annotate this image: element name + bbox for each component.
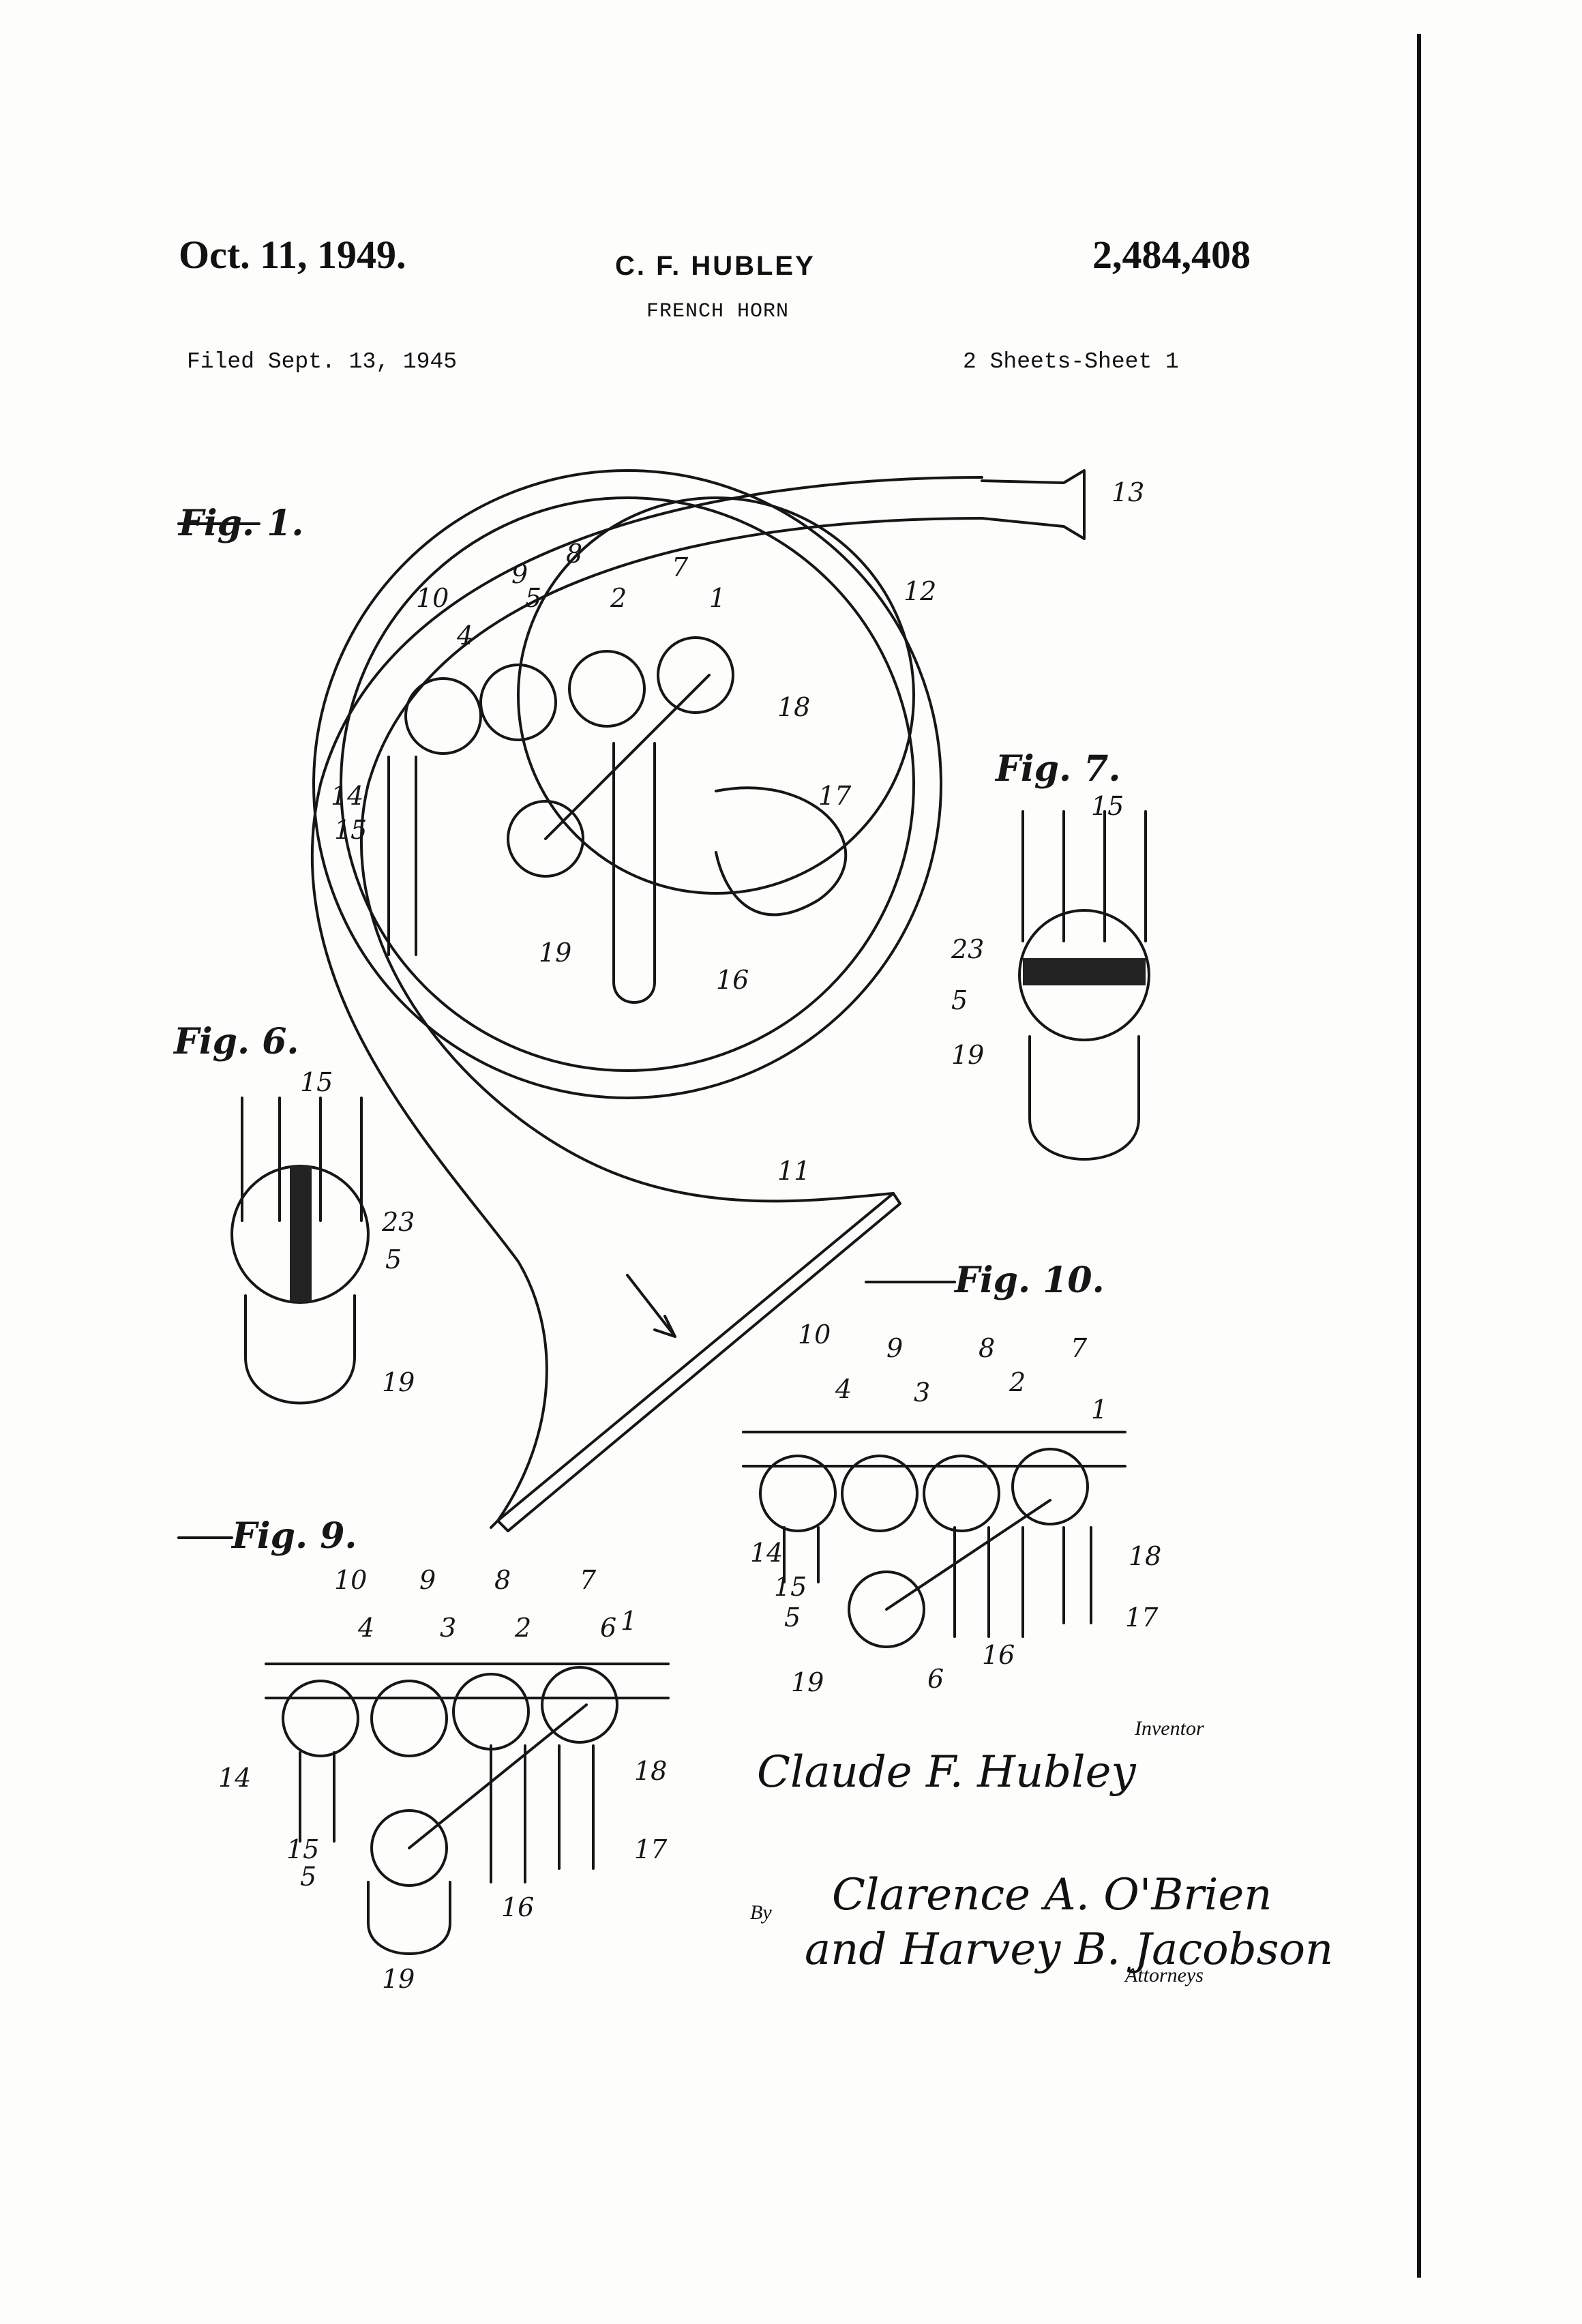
reference-numeral-7: 7 xyxy=(580,1565,597,1595)
reference-numeral-11: 11 xyxy=(777,1156,810,1186)
reference-numeral-7: 7 xyxy=(672,552,689,582)
reference-numeral-9: 9 xyxy=(886,1333,903,1363)
reference-numeral-18: 18 xyxy=(1129,1541,1161,1571)
reference-numeral-2: 2 xyxy=(514,1613,531,1643)
reference-numeral-3: 3 xyxy=(914,1377,930,1407)
reference-numeral-4: 4 xyxy=(456,621,473,651)
reference-numeral-15: 15 xyxy=(1091,791,1124,821)
inventor-label: Inventor xyxy=(1135,1717,1204,1740)
reference-numeral-7: 7 xyxy=(1071,1333,1088,1363)
fig9-drawing: Fig. 9. 10 9 8 7 4 3 2 6 1 14 18 15 5 16 xyxy=(179,1515,668,1994)
reference-numeral-12: 12 xyxy=(904,576,936,606)
fig7-pipes xyxy=(1023,811,1146,941)
reference-numeral-14: 14 xyxy=(218,1763,251,1793)
by-label: By xyxy=(750,1901,772,1924)
reference-numeral-14: 14 xyxy=(750,1538,783,1568)
reference-numeral-5: 5 xyxy=(385,1245,402,1275)
reference-numeral-23: 23 xyxy=(951,934,984,964)
reference-numeral-17: 17 xyxy=(634,1834,668,1864)
reference-numeral-2: 2 xyxy=(1009,1367,1026,1397)
valve-4 xyxy=(406,679,481,754)
reference-numeral-19: 19 xyxy=(791,1667,824,1697)
fig7-drawing: Fig. 7. 15 23 5 19 xyxy=(951,748,1149,1159)
reference-numeral-19: 19 xyxy=(951,1040,984,1070)
reference-numeral-10: 10 xyxy=(416,583,449,613)
fig6-u-bend xyxy=(245,1296,355,1403)
reference-numeral-16: 16 xyxy=(982,1640,1015,1670)
reference-numeral-5: 5 xyxy=(784,1603,801,1633)
reference-numeral-10: 10 xyxy=(334,1565,367,1595)
fig10-valve-bar xyxy=(743,1432,1125,1466)
reference-numeral-17: 17 xyxy=(818,781,852,811)
reference-numeral-16: 16 xyxy=(501,1892,534,1922)
attorney-signature-2: and Harvey B. Jacobson xyxy=(805,1924,1333,1975)
fig6-label: Fig. 6. xyxy=(173,1021,299,1062)
fig6-rotor-section xyxy=(290,1166,312,1302)
flow-arrow xyxy=(627,1275,675,1337)
fig7-rotor-section xyxy=(1023,958,1146,985)
attorneys-label: Attorneys xyxy=(1125,1964,1204,1987)
reference-numeral-8: 8 xyxy=(979,1333,995,1363)
fig9-tubes xyxy=(300,1746,593,1882)
reference-numeral-6: 6 xyxy=(600,1613,616,1643)
reference-numeral-23: 23 xyxy=(381,1207,415,1237)
reference-numeral-1: 1 xyxy=(709,583,726,613)
fig9-label: Fig. 9. xyxy=(230,1515,357,1557)
reference-numeral-15: 15 xyxy=(334,815,367,845)
reference-numeral-8: 8 xyxy=(566,539,582,569)
fig10-label: Fig. 10. xyxy=(953,1260,1105,1301)
reference-numeral-5: 5 xyxy=(951,985,968,1015)
attorney-signature-1: Clarence A. O'Brien xyxy=(832,1870,1272,1920)
fig7-u-bend xyxy=(1030,1037,1139,1159)
reference-numeral-6: 6 xyxy=(927,1664,944,1694)
reference-numeral-18: 18 xyxy=(777,692,810,722)
reference-numeral-18: 18 xyxy=(634,1756,667,1786)
reference-numeral-1: 1 xyxy=(1091,1395,1107,1425)
bell-rim xyxy=(498,1193,900,1531)
reference-numeral-5: 5 xyxy=(525,583,541,613)
valve-1 xyxy=(658,638,733,713)
reference-numeral-4: 4 xyxy=(835,1374,852,1404)
reference-numeral-2: 2 xyxy=(610,583,627,613)
fig10-drawing: Fig. 10. 10 9 8 7 4 3 2 1 14 18 15 5 16 … xyxy=(743,1260,1161,1697)
reference-numeral-15: 15 xyxy=(300,1067,333,1097)
fig10-tubes xyxy=(784,1528,1091,1637)
reference-numeral-10: 10 xyxy=(798,1320,831,1350)
reference-numeral-8: 8 xyxy=(494,1565,511,1595)
reference-numeral-16: 16 xyxy=(716,965,749,995)
fig1-drawing: Fig. 1. 13 12 xyxy=(177,471,1144,1531)
reference-numeral-3: 3 xyxy=(440,1613,456,1643)
fig10-linkage xyxy=(886,1500,1050,1609)
fig6-drawing: Fig. 6. 15 23 5 19 xyxy=(173,1021,415,1403)
reference-numeral-15: 15 xyxy=(774,1572,807,1602)
reference-numeral-19: 19 xyxy=(539,938,571,968)
fig7-label: Fig. 7. xyxy=(994,748,1121,790)
horn-tube-inner xyxy=(361,518,982,1201)
valve-2 xyxy=(569,651,644,726)
reference-numeral-13: 13 xyxy=(1111,477,1144,507)
reference-numeral-17: 17 xyxy=(1125,1603,1159,1633)
slide-tubes xyxy=(389,743,655,1002)
reference-numeral-15: 15 xyxy=(286,1834,319,1864)
reference-numeral-5: 5 xyxy=(300,1862,316,1892)
reference-numeral-14: 14 xyxy=(331,781,363,811)
reference-numeral-19: 19 xyxy=(382,1367,415,1397)
reference-numeral-9: 9 xyxy=(419,1565,436,1595)
reference-numeral-19: 19 xyxy=(382,1964,415,1994)
mouthpiece xyxy=(982,471,1084,539)
reference-numeral-4: 4 xyxy=(357,1613,374,1643)
inventor-signature: Claude F. Hubley xyxy=(757,1747,1136,1798)
fig9-u-bend xyxy=(368,1882,450,1954)
reference-numeral-1: 1 xyxy=(621,1606,637,1636)
